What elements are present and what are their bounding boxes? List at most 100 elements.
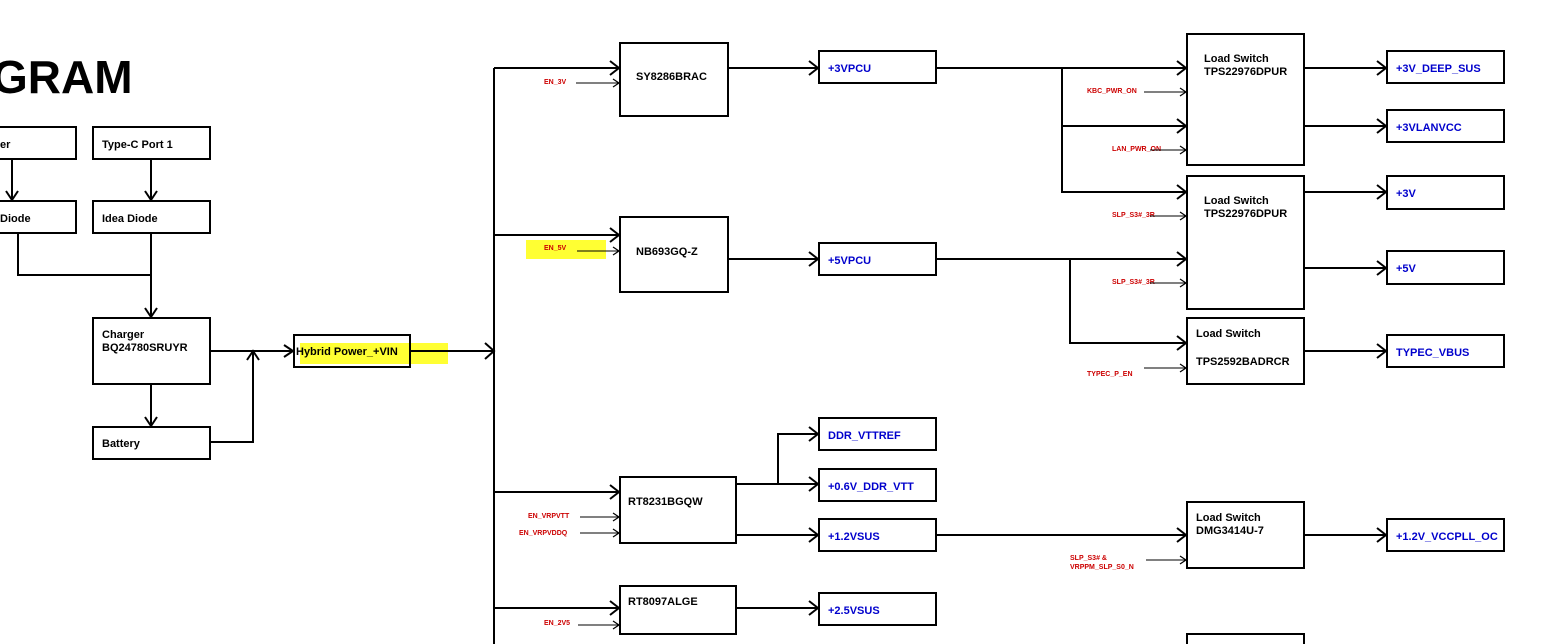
en-vrpvddq-signal: EN_VRPVDDQ [519, 530, 568, 537]
adapter-block-label: er [0, 139, 11, 151]
slp-s3-b-signal: SLP_S3#_3R [1112, 279, 1155, 286]
hybrid-power-label: Hybrid Power_+VIN [296, 346, 398, 358]
load-switch-1-label-line2: TPS22976DPUR [1204, 66, 1287, 78]
sy8286-label: SY8286BRAC [636, 71, 707, 83]
load-switch-2-block [1186, 175, 1305, 310]
slp-s3-vrppm-arrow [1179, 555, 1188, 565]
en-2v5-signal: EN_2V5 [544, 620, 570, 627]
12vsus-to-ls4-arrow [1176, 527, 1188, 543]
rail-3vlanvcc-label: +3VLANVCC [1396, 122, 1462, 134]
3vpcu-to-ls2-wire [1061, 68, 1186, 193]
lan-pwr-on-signal: LAN_PWR_ON [1112, 146, 1161, 153]
rt8231-label: RT8231BGQW [628, 496, 703, 508]
ls2-to-5v-arrow [1376, 260, 1388, 276]
load-switch-4-label-line1: Load Switch [1196, 512, 1261, 524]
en-vrpvtt-arrow [612, 512, 621, 522]
nb693-block [619, 216, 729, 293]
en-vrpvtt-signal: EN_VRPVTT [528, 513, 570, 520]
kbc-pwr-on-arrow [1179, 87, 1188, 97]
battery-to-hybrid-wire [210, 351, 254, 443]
load-switch-1-block [1186, 33, 1305, 166]
rt8231-to-12vsus-arrow [808, 527, 820, 543]
3vpcu-to-ls2-arrow [1176, 184, 1188, 200]
diode-merge-wire [17, 233, 151, 276]
diode-block-label: Diode [0, 213, 31, 225]
diode-block [0, 200, 77, 234]
rt8231-to-vttref-wire [777, 433, 818, 484]
adapter-block [0, 126, 77, 160]
5vpcu-to-ls3-arrow [1176, 335, 1188, 351]
load-switch-2-label-line2: TPS22976DPUR [1204, 208, 1287, 220]
rt8231-to-06v-arrow [808, 476, 820, 492]
adapter-to-diode-arrow [5, 190, 19, 202]
ls3-to-typec-vbus-arrow [1376, 343, 1388, 359]
rail-12v-vccpll-oc-box [1386, 518, 1505, 552]
sy8286-block [619, 42, 729, 117]
en-5v-highlight [526, 240, 606, 259]
load-switch-4-label-line2: DMG3414U-7 [1196, 525, 1264, 537]
rail-3vpcu-label: +3VPCU [828, 63, 871, 75]
rail-25vsus-label: +2.5VSUS [828, 605, 880, 617]
typec-port1-label: Type-C Port 1 [102, 139, 173, 151]
bus-to-rt8097-arrow [609, 600, 621, 616]
slp-s3-b-arrow [1179, 278, 1188, 288]
load-switch-2-label-line1: Load Switch [1204, 195, 1269, 207]
rt8231-to-vttref-arrow [808, 426, 820, 442]
idea-diode-block [92, 200, 211, 234]
rt8097-label: RT8097ALGE [628, 596, 698, 608]
typec-p-en-arrow [1179, 363, 1188, 373]
en-3v-arrow [612, 78, 621, 88]
rail-5v-box [1386, 250, 1505, 285]
rail-5v-label: +5V [1396, 263, 1417, 275]
kbc-pwr-on-signal: KBC_PWR_ON [1087, 88, 1137, 95]
rail-ddr-vttref-box [818, 417, 937, 451]
nb693-label: NB693GQ-Z [636, 246, 698, 258]
rail-3v-deep-sus-label: +3V_DEEP_SUS [1396, 63, 1481, 75]
nb693-to-5vpcu-arrow [808, 251, 820, 267]
ideadiode-to-charger-arrow [144, 307, 158, 319]
rail-3vlanvcc-box [1386, 109, 1505, 143]
ls4-to-12v-vccpll-arrow [1376, 527, 1388, 543]
slp-s3-vrppm-signal-line2: VRPPM_SLP_S0_N [1070, 564, 1134, 571]
typec-port1-block [92, 126, 211, 160]
3vpcu-to-ls1b-arrow [1176, 118, 1188, 134]
bus-to-nb693-arrow [609, 227, 621, 243]
5vpcu-to-ls2-arrow [1176, 251, 1188, 267]
rt8097-block [619, 585, 737, 635]
rail-3v-deep-sus-box [1386, 50, 1505, 84]
en-3v-signal: EN_3V [544, 79, 567, 86]
en-2v5-arrow [612, 620, 621, 630]
typec-to-ideadiode-arrow [144, 190, 158, 202]
load-switch-1-label-line1: Load Switch [1204, 53, 1269, 65]
battery-to-hybrid-arrow [246, 349, 260, 361]
rail-06v-ddr-vtt-box [818, 468, 937, 502]
rail-typec-vbus-label: TYPEC_VBUS [1396, 347, 1469, 359]
rail-3v-box [1386, 175, 1505, 210]
load-switch-3-label-line2: TPS2592BADRCR [1196, 356, 1290, 368]
rail-ddr-vttref-label: DDR_VTTREF [828, 430, 901, 442]
bus-to-rt8231-arrow [609, 484, 621, 500]
typec-p-en-signal: TYPEC_P_EN [1087, 371, 1133, 378]
en-5v-signal: EN_5V [544, 245, 567, 252]
charger-label-line1: Charger [102, 329, 145, 341]
3vpcu-to-ls1-arrow [1176, 60, 1188, 76]
load-switch-3-label-line1: Load Switch [1196, 328, 1261, 340]
slp-s3-a-signal: SLP_S3#_3R [1112, 212, 1155, 219]
lan-pwr-on-arrow [1179, 145, 1188, 155]
ls2-to-3v-arrow [1376, 184, 1388, 200]
idea-diode-label: Idea Diode [102, 213, 158, 225]
en-vrpvddq-arrow [612, 528, 621, 538]
load-switch-5-block [1186, 633, 1305, 644]
diagram-title: GRAM [0, 51, 133, 103]
charger-label-line2: BQ24780SRUYR [102, 342, 188, 354]
rail-12v-vccpll-oc-label: +1.2V_VCCPLL_OC [1396, 531, 1498, 543]
slp-s3-vrppm-signal-line1: SLP_S3# & [1070, 555, 1107, 562]
load-switch-4-block [1186, 501, 1305, 569]
slp-s3-a-arrow [1179, 211, 1188, 221]
battery-label: Battery [102, 438, 141, 450]
ls1-to-3v-deep-sus-arrow [1376, 60, 1388, 76]
rail-06v-ddr-vtt-label: +0.6V_DDR_VTT [828, 481, 914, 493]
ls1-to-3vlanvcc-arrow [1376, 118, 1388, 134]
rt8231-block [619, 476, 737, 544]
